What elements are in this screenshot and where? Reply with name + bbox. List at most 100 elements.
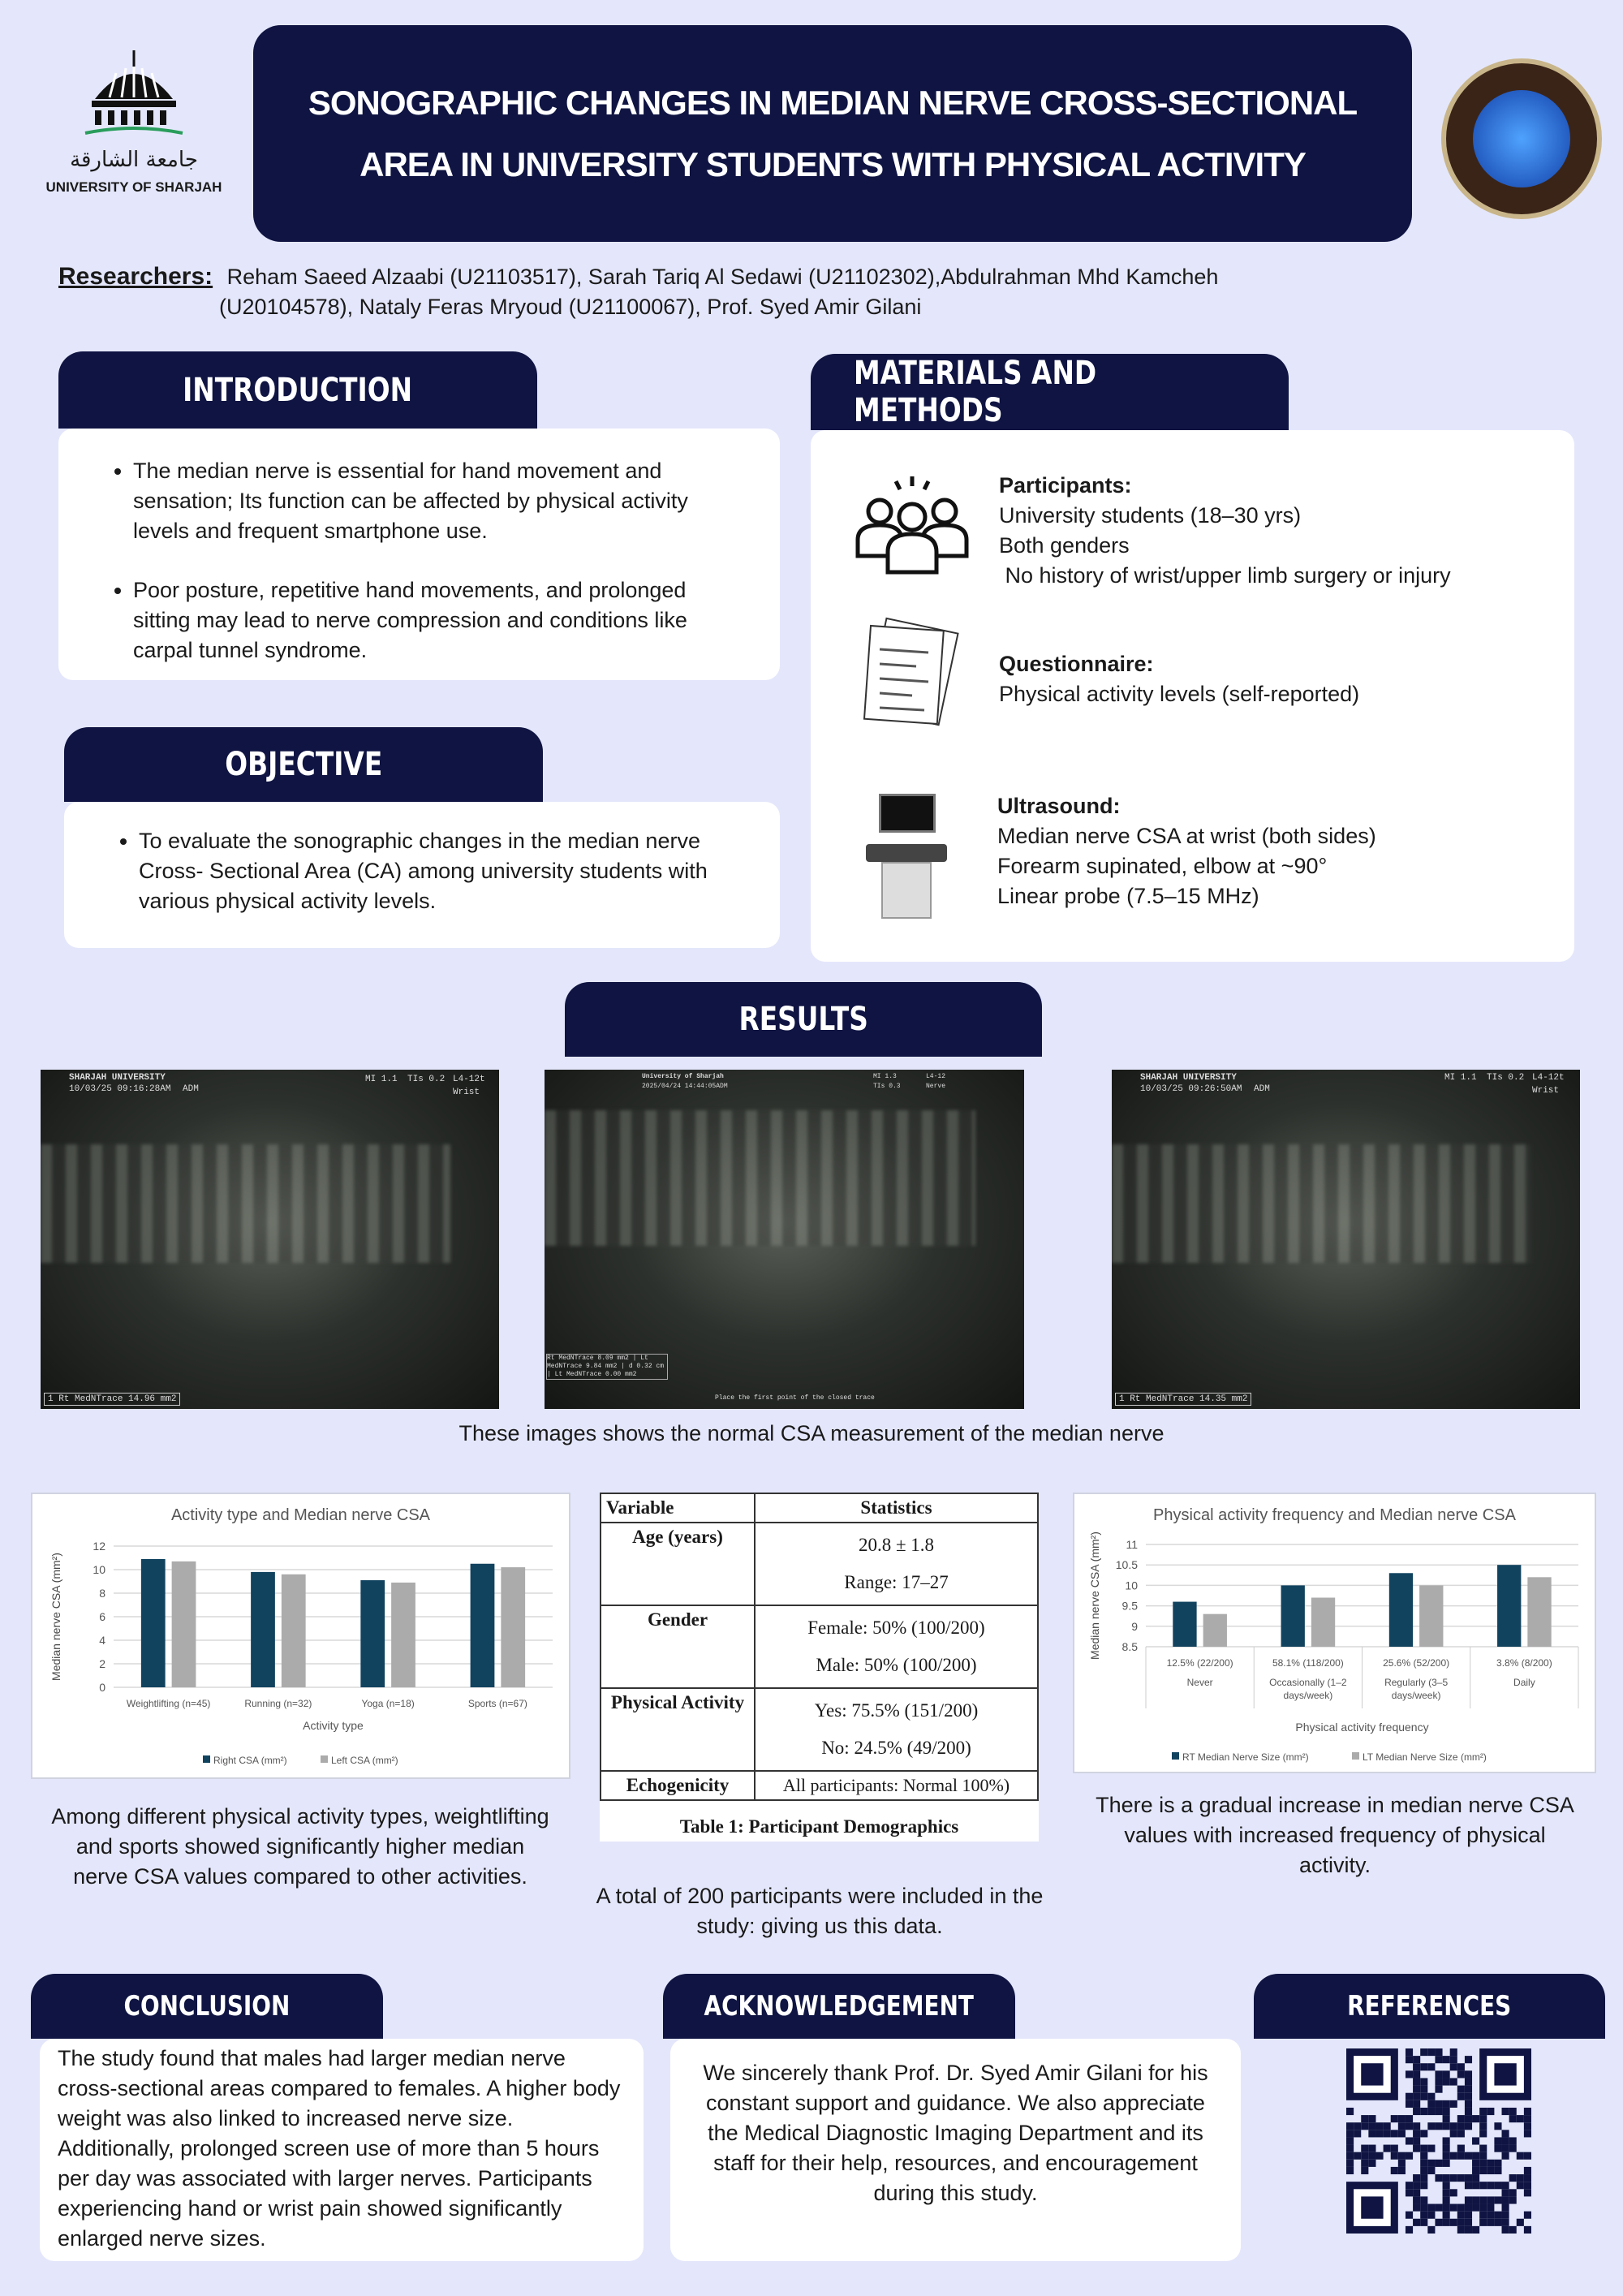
conclusion-box: The study found that males had larger me…: [40, 2039, 644, 2261]
ultrasound-line: Median nerve CSA at wrist (both sides): [997, 824, 1376, 848]
x-tick-label: Yoga (n=18): [361, 1698, 414, 1709]
us-trace: 1 Rt MedNTrace 14.96 mm2: [44, 1393, 181, 1406]
acknowledgement-heading: ACKNOWLEDGEMENT: [663, 1974, 1015, 2039]
participants-label: Participants:: [999, 473, 1132, 498]
x-sublabel: 58.1% (118/200): [1272, 1657, 1344, 1669]
y-tick-label: 9.5: [1122, 1600, 1139, 1613]
participants-line: No history of wrist/upper limb surgery o…: [999, 563, 1451, 588]
title-line-2: AREA IN UNIVERSITY STUDENTS WITH PHYSICA…: [359, 144, 1307, 183]
bar-right: [470, 1563, 495, 1687]
questionnaire-document-icon: [863, 617, 959, 726]
y-tick-label: 8.5: [1122, 1640, 1139, 1653]
bar-right: [140, 1558, 166, 1687]
us-preset: Wrist: [453, 1088, 480, 1097]
table-title: Table 1: Participant Demographics: [679, 1816, 959, 1837]
legend-swatch: [1352, 1752, 1359, 1760]
x-tick-label: Occasionally (1–2: [1269, 1677, 1347, 1688]
logo-english-text: UNIVERSITY OF SHARJAH: [45, 179, 222, 195]
bar-right: [360, 1580, 385, 1687]
x-axis-label: Physical activity frequency: [1295, 1721, 1428, 1734]
x-tick-label: days/week): [1284, 1690, 1333, 1701]
university-of-sharjah-logo: جامعة الشارقة UNIVERSITY OF SHARJAH: [37, 49, 231, 211]
y-tick-label: 10: [1125, 1579, 1138, 1592]
us-date: 2025/04/24 14:44:05ADM: [642, 1083, 728, 1090]
questionnaire-label: Questionnaire:: [999, 652, 1154, 676]
references-heading: REFERENCES: [1254, 1974, 1605, 2039]
bar-left: [391, 1582, 415, 1687]
us-probe: L4-12t: [1532, 1073, 1565, 1083]
intro-bullet: Poor posture, repetitive hand movements,…: [133, 575, 747, 666]
researchers-line-2: (U20104578), Nataly Feras Mryoud (U21100…: [219, 295, 922, 319]
logo-arabic-text: جامعة الشارقة: [70, 148, 198, 172]
researchers-line-1: Reham Saeed Alzaabi (U21103517), Sarah T…: [226, 265, 1219, 289]
ultrasound-image-2: University of Sharjah 2025/04/24 14:44:0…: [545, 1070, 1024, 1409]
y-tick-label: 4: [99, 1634, 105, 1647]
bar-right: [1173, 1601, 1197, 1647]
us-header: University of Sharjah: [642, 1073, 724, 1080]
x-tick-label: Daily: [1513, 1677, 1535, 1688]
activity-frequency-chart: Physical activity frequency and Median n…: [1073, 1493, 1596, 1773]
us-date: 10/03/25 09:26:50AM: [1140, 1084, 1242, 1094]
intro-bullet: The median nerve is essential for hand m…: [133, 456, 747, 546]
chart-title: Physical activity frequency and Median n…: [1153, 1506, 1517, 1524]
introduction-heading: INTRODUCTION: [58, 351, 537, 429]
bar-right: [251, 1571, 275, 1687]
objective-heading: OBJECTIVE: [64, 727, 543, 802]
y-tick-label: 10.5: [1116, 1558, 1138, 1571]
researchers: Researchers: Reham Saeed Alzaabi (U21103…: [58, 261, 1438, 322]
participants-line: Both genders: [999, 533, 1130, 558]
us-header: SHARJAH UNIVERSITY: [69, 1073, 166, 1083]
x-sublabel: 25.6% (52/200): [1383, 1657, 1449, 1669]
dome-icon: [84, 50, 183, 135]
y-tick-label: 2: [99, 1657, 105, 1670]
legend-label: RT Median Nerve Size (mm²): [1182, 1751, 1309, 1763]
references-qr-code[interactable]: [1346, 2048, 1531, 2234]
bar-left: [1203, 1613, 1227, 1647]
y-tick-label: 0: [99, 1681, 105, 1694]
methods-box: Participants: University students (18–30…: [811, 430, 1574, 962]
participants-group-icon: [855, 476, 969, 575]
us-trace: Rt MedNTrace 8.09 mm2 | Lt MedNTrace 9.8…: [546, 1354, 668, 1380]
bar-left: [281, 1574, 306, 1687]
legend-swatch: [203, 1755, 210, 1763]
objective-box: To evaluate the sonographic changes in t…: [64, 802, 780, 948]
legend-swatch: [1172, 1752, 1179, 1760]
college-of-health-sciences-seal: [1441, 58, 1602, 219]
x-sublabel: 12.5% (22/200): [1167, 1657, 1233, 1669]
us-preset: Wrist: [1532, 1086, 1560, 1096]
legend-label: LT Median Nerve Size (mm²): [1363, 1751, 1487, 1763]
table-header: Statistics: [754, 1493, 1039, 1523]
ultrasound-image-1: SHARJAH UNIVERSITY 10/03/25 09:16:28AM A…: [41, 1070, 499, 1409]
table-header: Variable: [600, 1493, 756, 1523]
us-header: SHARJAH UNIVERSITY: [1140, 1073, 1237, 1083]
bar-left: [1311, 1597, 1336, 1647]
x-tick-label: Weightlifting (n=45): [127, 1698, 211, 1709]
x-sublabel: 3.8% (8/200): [1496, 1657, 1552, 1669]
us-mi: MI 1.1: [365, 1075, 398, 1084]
us-tis: TIs 0.2: [1487, 1073, 1525, 1083]
us-probe: L4-12t: [453, 1075, 485, 1084]
methods-heading: MATERIALS AND METHODS: [811, 354, 1289, 430]
us-tis: TIs 0.2: [407, 1075, 446, 1084]
poster-title: SONOGRAPHIC CHANGES IN MEDIAN NERVE CROS…: [253, 25, 1412, 242]
ultrasound-line: Forearm supinated, elbow at ~90°: [997, 854, 1328, 878]
y-tick-label: 6: [99, 1610, 105, 1623]
acknowledgement-box: We sincerely thank Prof. Dr. Syed Amir G…: [670, 2039, 1241, 2261]
y-tick-label: 11: [1126, 1538, 1138, 1551]
x-tick-label: Running (n=32): [244, 1698, 312, 1709]
y-axis-label: Median nerve CSA (mm²): [50, 1553, 62, 1681]
legend-label: Left CSA (mm²): [331, 1755, 398, 1766]
x-tick-label: Regularly (3–5: [1384, 1677, 1448, 1688]
x-axis-label: Activity type: [303, 1719, 364, 1732]
legend-label: Right CSA (mm²): [213, 1755, 287, 1766]
bar-left: [1527, 1577, 1552, 1647]
us-user: ADM: [183, 1084, 199, 1094]
x-tick-label: Never: [1187, 1677, 1213, 1688]
chart-title: Activity type and Median nerve CSA: [171, 1506, 431, 1524]
participants-line: University students (18–30 yrs): [999, 503, 1302, 528]
us-mi: MI 1.1: [1444, 1073, 1477, 1083]
